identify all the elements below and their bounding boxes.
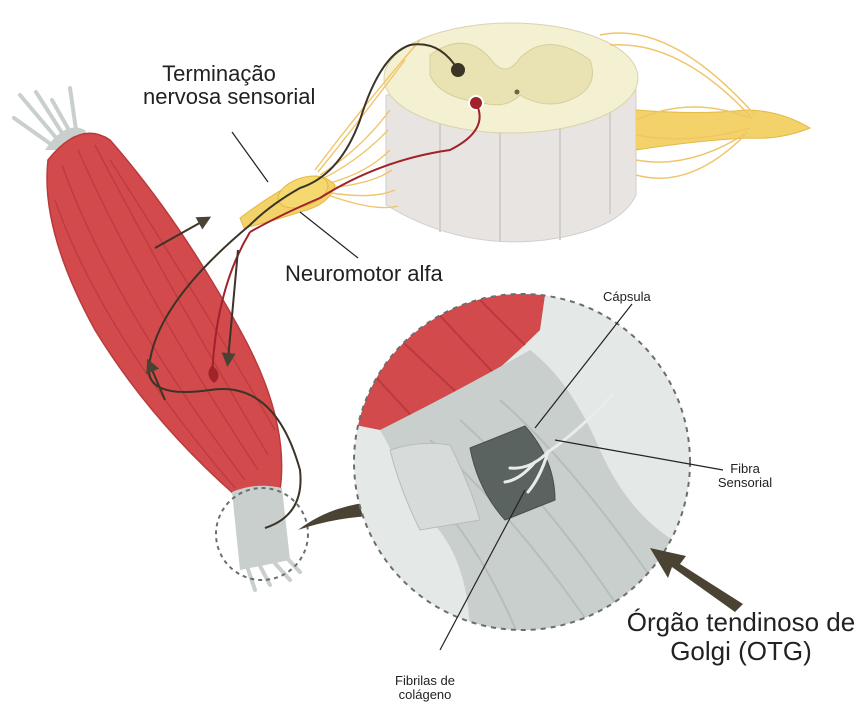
sensory-fiber-label-line2: Sensorial xyxy=(700,476,790,490)
magnified-view xyxy=(330,260,720,640)
capsule-label: Cápsula xyxy=(603,290,651,304)
otg-label: Órgão tendinoso de Golgi (OTG) xyxy=(625,608,857,666)
sensory-ending-label-line2: nervosa sensorial xyxy=(143,85,295,108)
otg-arrow xyxy=(650,548,743,612)
skeletal-muscle xyxy=(14,88,308,590)
sensory-fiber-label: Fibra Sensorial xyxy=(700,462,790,489)
alpha-motor-label: Neuromotor alfa xyxy=(285,262,443,285)
otg-label-line2: Golgi (OTG) xyxy=(625,637,857,666)
otg-label-line1: Órgão tendinoso de xyxy=(625,608,857,637)
sensory-fiber-label-line1: Fibra xyxy=(700,462,790,476)
sensory-ending-label-line1: Terminação xyxy=(143,62,295,85)
collagen-label-line2: colágeno xyxy=(375,688,475,702)
collagen-label-line1: Fibrilas de xyxy=(375,674,475,688)
collagen-label: Fibrilas de colágeno xyxy=(375,674,475,701)
sensory-ending-label: Terminação nervosa sensorial xyxy=(143,62,295,108)
